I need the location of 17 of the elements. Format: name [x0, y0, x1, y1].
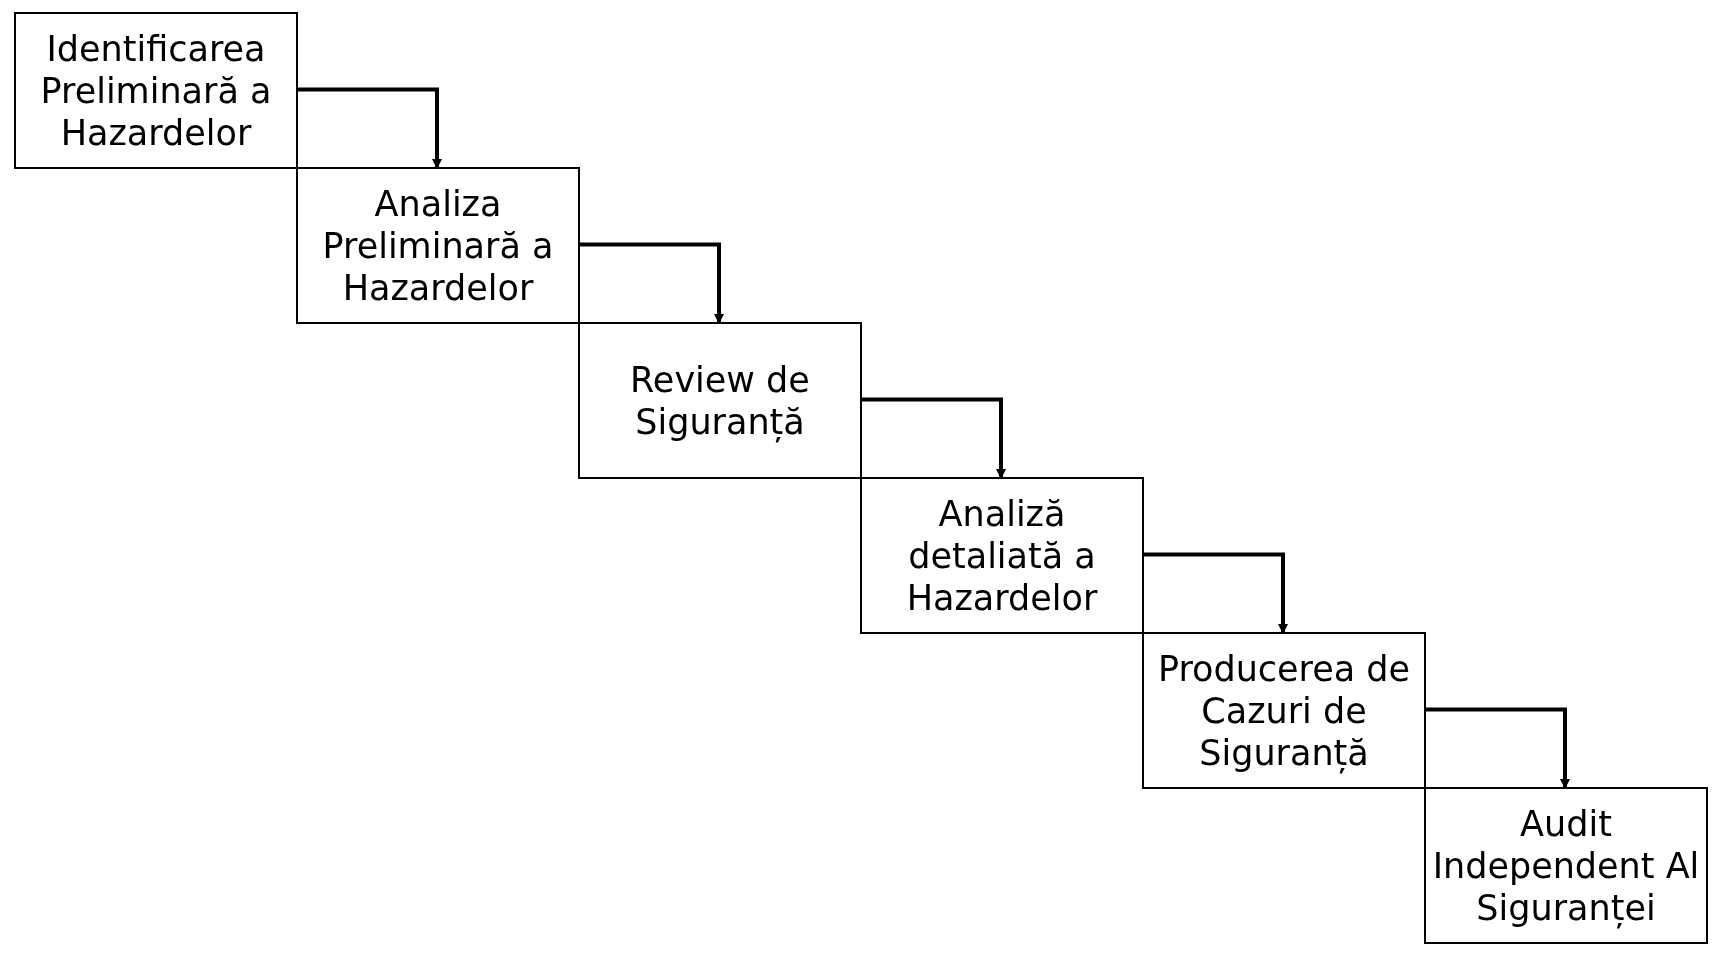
arrow — [1426, 707, 1570, 789]
arrow — [862, 397, 1006, 479]
process-box — [296, 167, 580, 324]
box-label: Analiză detaliată a Hazardelor — [905, 492, 1099, 619]
arrow — [580, 242, 724, 324]
arrow — [298, 87, 442, 169]
box-label: Analiza Preliminară a Hazardelor — [321, 182, 555, 309]
box-label: Review de Siguranță — [629, 358, 811, 443]
process-box — [1424, 787, 1708, 944]
box-label: Audit Independent Al Siguranței — [1431, 802, 1701, 929]
process-box — [14, 12, 298, 169]
process-box — [1142, 632, 1426, 789]
box-label: Producerea de Cazuri de Siguranță — [1156, 647, 1412, 774]
process-box — [578, 322, 862, 479]
arrow — [1144, 552, 1288, 634]
box-label: Identificarea Preliminară a Hazardelor — [39, 27, 273, 154]
process-box — [860, 477, 1144, 634]
